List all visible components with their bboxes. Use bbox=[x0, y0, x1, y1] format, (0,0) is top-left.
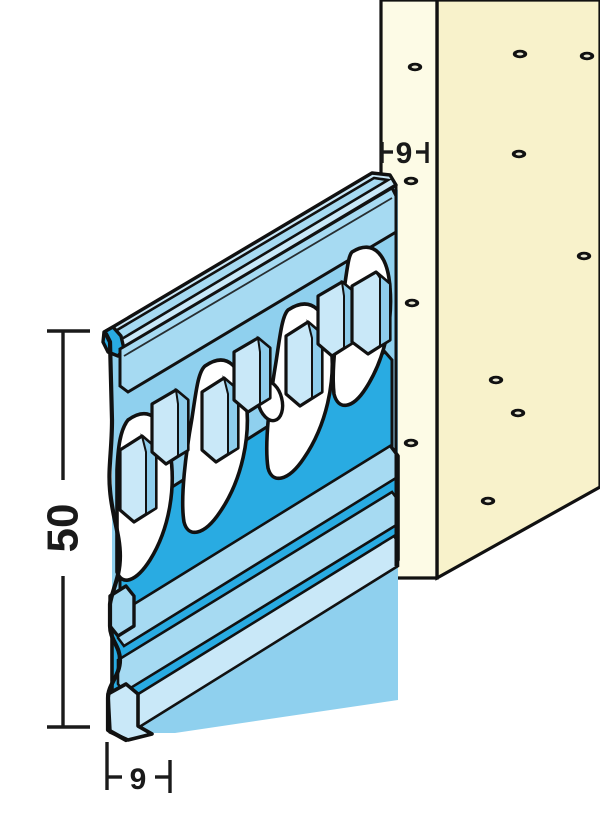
dimension-profile-height: 50 bbox=[39, 329, 90, 729]
profile-left-contour bbox=[103, 331, 129, 743]
dim-top-label: 9 bbox=[396, 137, 413, 170]
profile-tab-bridges bbox=[118, 270, 392, 524]
screw-head-icon bbox=[407, 62, 423, 72]
screw-head-icon bbox=[404, 298, 420, 308]
screw-head-icon bbox=[510, 408, 526, 418]
tab-bridge-shadow bbox=[375, 271, 391, 348]
screw-head-icon bbox=[403, 438, 419, 448]
screw-head-icon bbox=[488, 375, 504, 385]
profile-top-rail bbox=[101, 171, 398, 394]
wall-board-outer-layer bbox=[435, 0, 600, 581]
top-rail-crease bbox=[123, 197, 393, 357]
tab-bridge-shadow bbox=[174, 387, 189, 458]
screw-head-icon bbox=[511, 149, 527, 159]
profile-bottom-flange bbox=[106, 444, 400, 742]
tab-bridge-shadow bbox=[256, 335, 271, 406]
wall-board-group bbox=[379, 0, 600, 581]
screw-head-icon bbox=[403, 176, 419, 186]
dimension-bottom-width: 9 bbox=[105, 742, 172, 796]
bottom-flange-rib bbox=[116, 490, 400, 694]
steel-stud-profile-group bbox=[101, 171, 400, 743]
tab-bridge bbox=[118, 433, 158, 524]
dim-left-label-gap bbox=[48, 480, 80, 576]
tab-bridge bbox=[232, 335, 272, 414]
dimension-top-width: 9 bbox=[380, 137, 429, 170]
screw-head-icon bbox=[512, 49, 528, 59]
tab-bridge bbox=[350, 270, 392, 356]
screw-head-icon bbox=[579, 51, 595, 61]
dim-bottom-label: 9 bbox=[130, 763, 147, 796]
screw-head-icon bbox=[480, 496, 496, 506]
tab-bridge bbox=[316, 279, 356, 358]
tab-bridge bbox=[150, 387, 190, 466]
dim-left-label: 50 bbox=[39, 504, 88, 553]
screw-head-icon bbox=[576, 251, 592, 261]
